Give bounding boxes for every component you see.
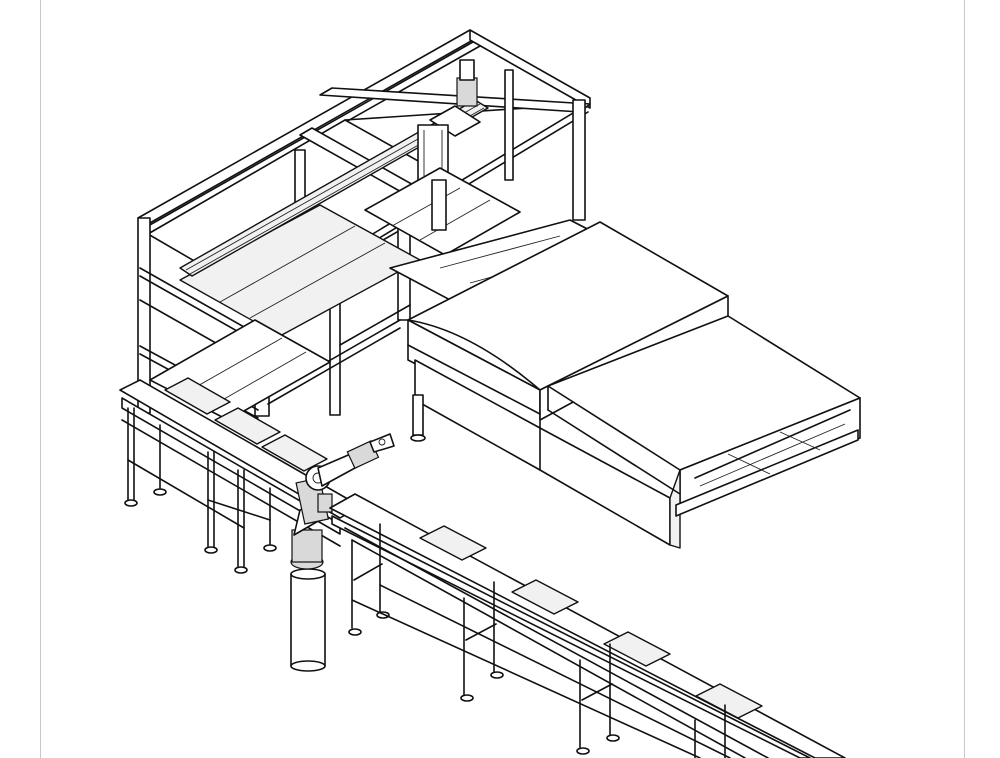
long-output-conveyor [329, 493, 846, 758]
oven-tunnel [389, 219, 861, 549]
right-border [964, 0, 965, 758]
left-border [40, 0, 41, 758]
industrial-robot-arm [290, 433, 395, 570]
linear-axis-carriage [179, 59, 521, 277]
robot-pedestal [290, 568, 326, 672]
